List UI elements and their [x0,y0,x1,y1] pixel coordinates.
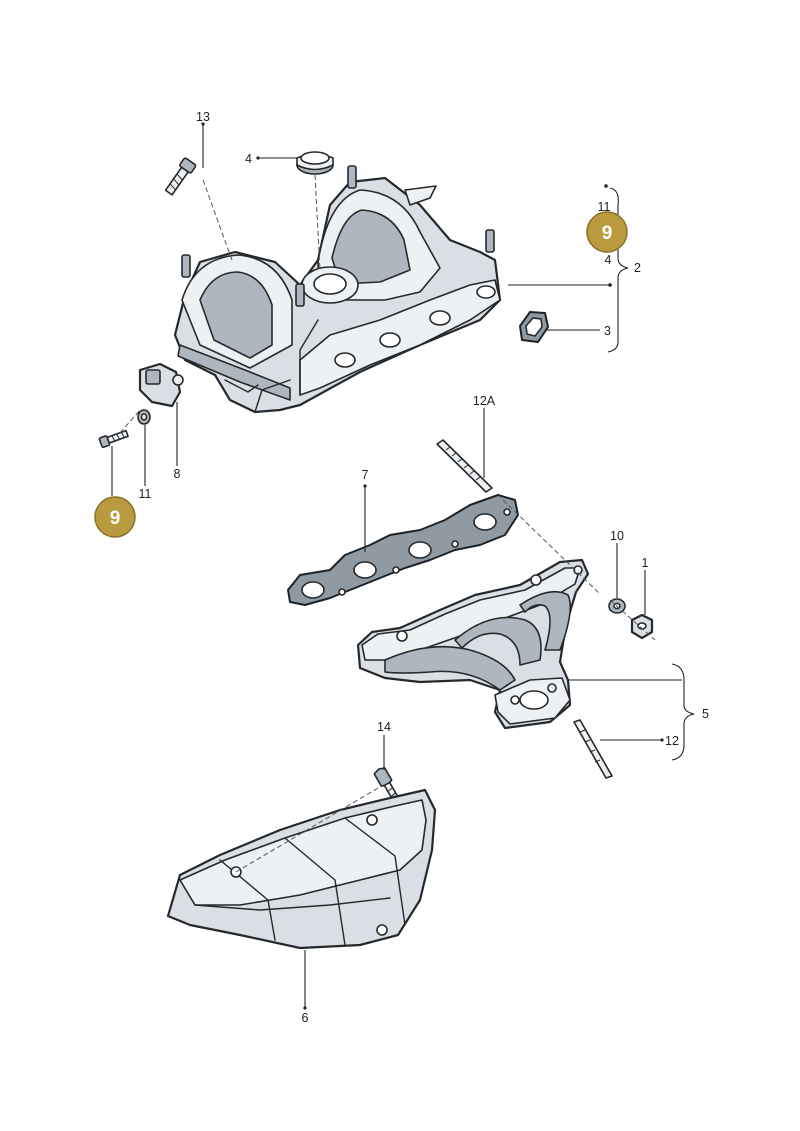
screw-9 [98,429,129,449]
callout-labels: 13 4 11 4 2 3 12A 8 11 7 10 1 5 12 14 6 [139,110,709,1025]
callout-10: 10 [610,529,624,543]
callout-1: 1 [642,556,649,570]
callout-11-top: 11 [598,200,611,214]
badge-right[interactable]: 9 [586,211,628,253]
stud-12a [436,439,493,493]
bolt-13 [164,157,197,196]
exhaust-gasket-7 [287,494,519,606]
callout-13: 13 [196,110,210,124]
callout-12: 12 [665,734,679,748]
assembly-lines [119,174,656,873]
callout-11-left: 11 [139,487,152,501]
seal-ring-4 [296,151,334,175]
callout-14: 14 [377,720,391,734]
callout-4-right: 4 [605,253,612,267]
intake-manifold [173,165,502,414]
callout-6: 6 [302,1011,309,1025]
gasket-3 [519,311,549,343]
badge-right-label: 9 [602,223,613,244]
callout-2: 2 [634,261,641,275]
sensor-8 [138,362,184,408]
badge-left[interactable]: 9 [94,496,136,538]
leader-lines [111,122,695,1010]
heat-shield-6 [166,788,437,950]
callout-4-top: 4 [245,152,252,166]
callout-12a: 12A [473,394,496,408]
badge-left-label: 9 [110,508,121,529]
callout-8: 8 [174,467,181,481]
exhaust-manifold-5 [356,558,590,730]
callout-5: 5 [702,707,709,721]
stud-12 [573,719,613,779]
callout-3: 3 [604,324,611,338]
callout-7: 7 [362,468,369,482]
